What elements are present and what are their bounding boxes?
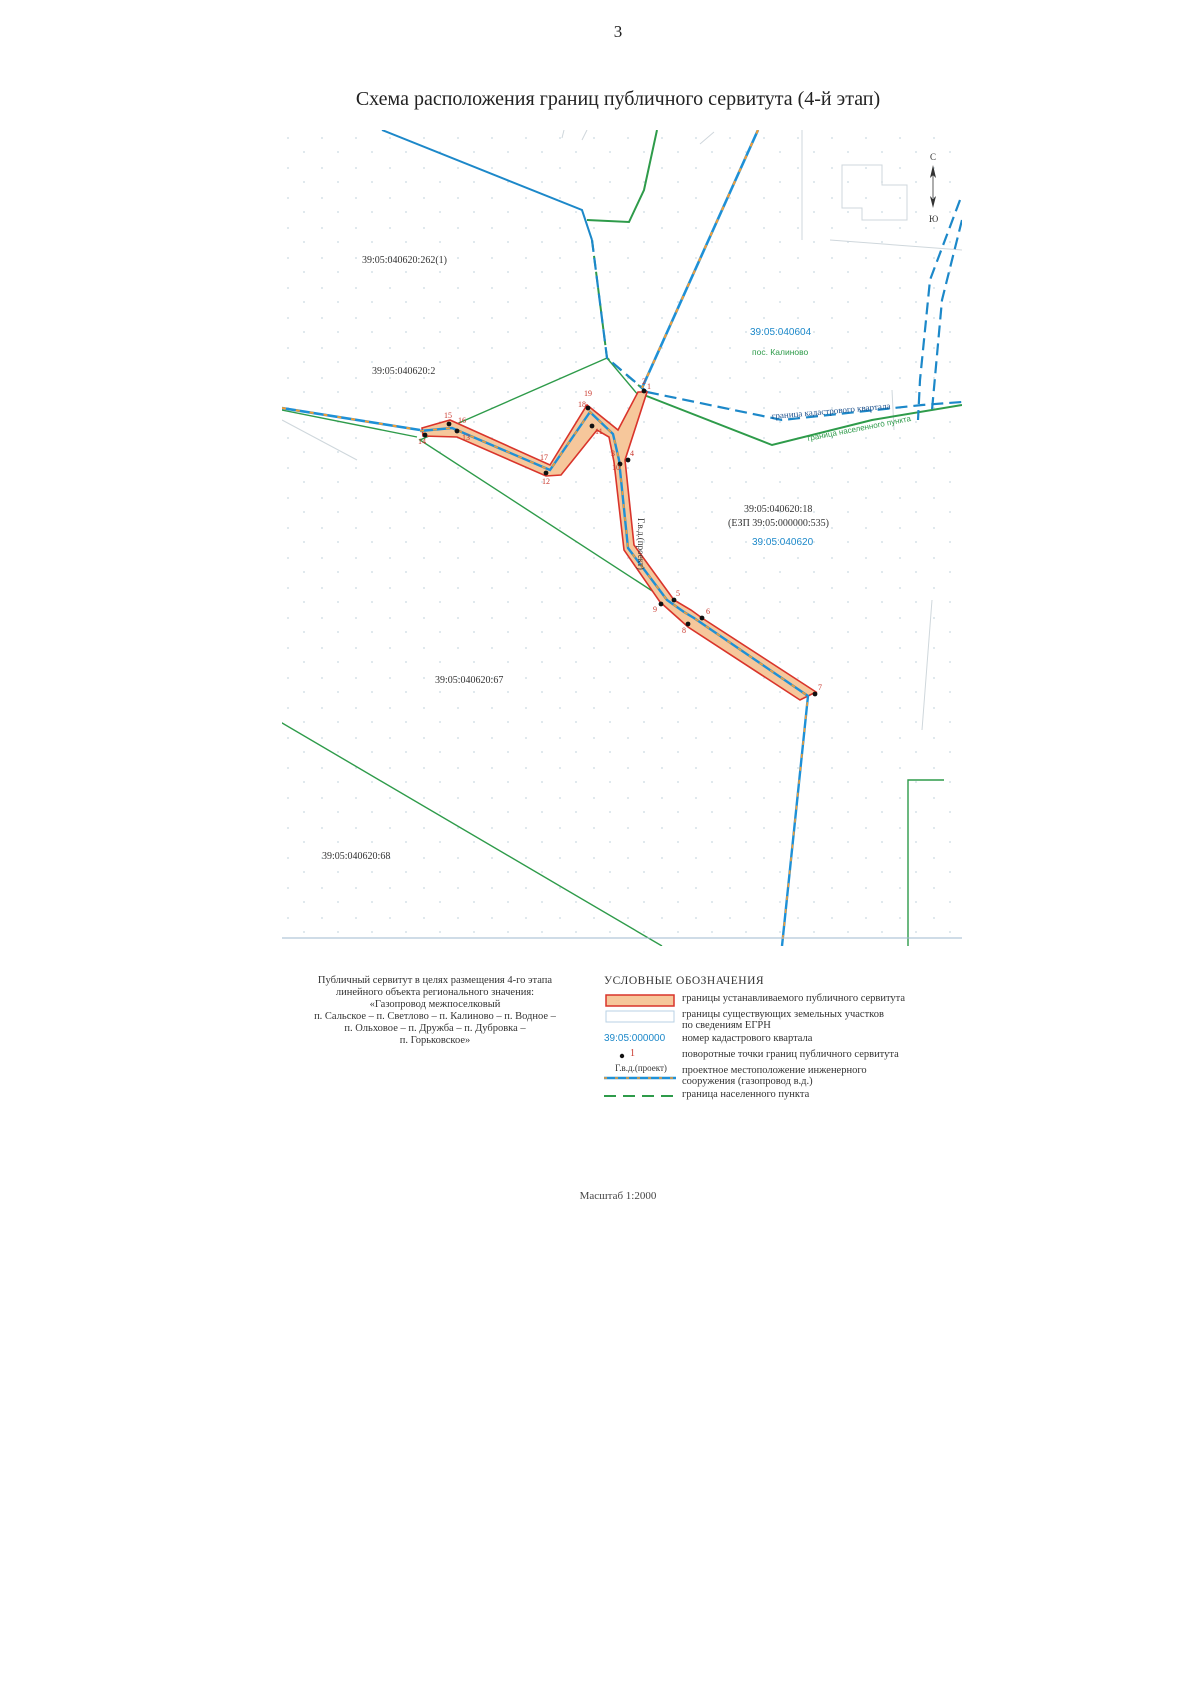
point-label-13: 13: [462, 433, 470, 442]
point-number-sample: 1: [630, 1048, 635, 1059]
parcel-label-262: 39:05:040620:262(1): [362, 255, 447, 266]
parcel-label-18: 39:05:040620:18: [744, 504, 812, 515]
point-label-12: 12: [542, 477, 550, 486]
point-label-15: 15: [444, 411, 452, 420]
turning-point-1[interactable]: [641, 388, 647, 394]
legend-item-servitude: границы устанавливаемого публичного серв…: [604, 993, 964, 1009]
point-label-17: 17: [540, 453, 548, 462]
turning-point-4[interactable]: [625, 457, 631, 463]
parcel-label-67: 39:05:040620:67: [435, 675, 503, 686]
north-label: С: [930, 152, 936, 162]
turning-point-8[interactable]: [685, 621, 691, 627]
point-label-5: 5: [676, 589, 680, 598]
quarter-number-sample: 39:05:000000: [604, 1033, 666, 1044]
turning-point-6[interactable]: [699, 615, 705, 621]
servitude-caption: Публичный сервитут в целях размещения 4-…: [270, 975, 600, 1047]
cadastral-map[interactable]: 1 2 3 4 5 6 7 8 9 10 11 12 13 14 15 16 1…: [282, 130, 962, 946]
point-label-14: 14: [418, 437, 426, 446]
parcel-swatch-icon: [605, 1010, 675, 1023]
point-label-19: 19: [584, 389, 592, 398]
south-arrow-icon: [930, 196, 936, 208]
legend-item-quarter: 39:05:000000 номер кадастрового квартала: [604, 1033, 964, 1049]
legend-item-parcels: границы существующих земельных участков …: [604, 1009, 964, 1033]
map-area[interactable]: 1 2 3 4 5 6 7 8 9 10 11 12 13 14 15 16 1…: [282, 130, 962, 946]
turning-point-9[interactable]: [658, 601, 664, 607]
legend-text: сооружения (газопровод в.д.): [682, 1076, 813, 1087]
caption-line: п. Сальское – п. Светлово – п. Калиново …: [314, 1011, 556, 1022]
legend-text: границы устанавливаемого публичного серв…: [682, 993, 906, 1004]
parcel-label-68: 39:05:040620:68: [322, 851, 390, 862]
pipeline-label: Г.в.д.(проект): [636, 518, 646, 570]
legend-text: поворотные точки границ публичного серви…: [682, 1049, 899, 1060]
legend-text: границы существующих земельных участков: [682, 1009, 884, 1020]
quarter-label-040620: 39:05:040620: [752, 537, 814, 548]
point-label-4: 4: [630, 449, 634, 458]
settlement-line-icon: [604, 1095, 676, 1097]
legend-text: по сведениям ЕГРН: [682, 1020, 771, 1031]
page-title: Схема расположения границ публичного сер…: [355, 88, 881, 110]
settlement-label: пос. Калиново: [752, 347, 809, 357]
turning-point-16[interactable]: [454, 428, 460, 434]
legend-text: граница населенного пункта: [682, 1089, 810, 1100]
turning-point-7[interactable]: [812, 691, 818, 697]
pipeline-line-icon: [604, 1076, 676, 1080]
pipeline-sample-label: Г.в.д.(проект): [615, 1063, 667, 1073]
turning-point-14[interactable]: [422, 432, 428, 438]
caption-line: «Газопровод межпоселковый: [369, 999, 501, 1010]
legend-item-pipeline: Г.в.д.(проект) проектное местоположение …: [604, 1063, 964, 1089]
point-label-18: 18: [578, 400, 586, 409]
turning-point-5[interactable]: [671, 597, 677, 603]
south-label: Ю: [929, 214, 938, 224]
map-scale: Масштаб 1:2000: [579, 1190, 657, 1202]
legend-item-settlement: граница населенного пункта: [604, 1089, 964, 1105]
parcel-label-2: 39:05:040620:2: [372, 366, 435, 377]
caption-line: п. Горьковское»: [399, 1035, 471, 1046]
turning-point-15[interactable]: [446, 421, 452, 427]
quarter-label-040604: 39:05:040604: [750, 327, 812, 338]
turning-point-11[interactable]: [589, 423, 595, 429]
ezp-label: (ЕЗП 39:05:000000:535): [728, 518, 829, 529]
point-label-8: 8: [682, 626, 686, 635]
point-label-11: 11: [595, 427, 603, 436]
background-features: [282, 130, 962, 731]
point-label-9: 9: [653, 605, 657, 614]
legend: УСЛОВНЫЕ ОБОЗНАЧЕНИЯ границы устанавлива…: [604, 975, 964, 1105]
quarter-boundaries: [381, 130, 962, 422]
turning-point-12[interactable]: [543, 470, 549, 476]
legend-text: проектное местоположение инженерного: [682, 1065, 867, 1076]
page-number: 3: [613, 22, 623, 41]
legend-title: УСЛОВНЫЕ ОБОЗНАЧЕНИЯ: [604, 975, 765, 987]
caption-line: п. Ольховое – п. Дружба – п. Дубровка –: [344, 1023, 526, 1034]
servitude-swatch-icon: [605, 994, 675, 1007]
legend-item-points: 1 поворотные точки границ публичного сер…: [604, 1048, 964, 1065]
pipeline-segment-left: [282, 406, 421, 432]
point-numbers: 1 2 3 4 5 6 7 8 9 10 11 12 13 14 15 16 1…: [418, 377, 822, 692]
north-arrow: С Ю: [929, 152, 938, 224]
point-label-2: 2: [642, 377, 646, 386]
point-label-10: 10: [612, 463, 620, 472]
caption-line: Публичный сервитут в целях размещения 4-…: [317, 975, 553, 986]
turning-point-icon: [619, 1053, 625, 1059]
parcel-boundaries: [282, 357, 944, 946]
caption-line: линейного объекта регионального значения…: [335, 987, 535, 998]
north-arrow-icon: [930, 165, 936, 178]
point-label-7: 7: [818, 683, 822, 692]
point-label-6: 6: [706, 607, 710, 616]
point-label-16: 16: [458, 416, 466, 425]
point-label-1: 1: [647, 382, 651, 391]
turning-point-18[interactable]: [585, 405, 591, 411]
turning-point-3[interactable]: [617, 461, 623, 467]
point-label-3: 3: [611, 449, 615, 458]
turning-points: [422, 388, 818, 697]
legend-text: номер кадастрового квартала: [682, 1033, 813, 1044]
